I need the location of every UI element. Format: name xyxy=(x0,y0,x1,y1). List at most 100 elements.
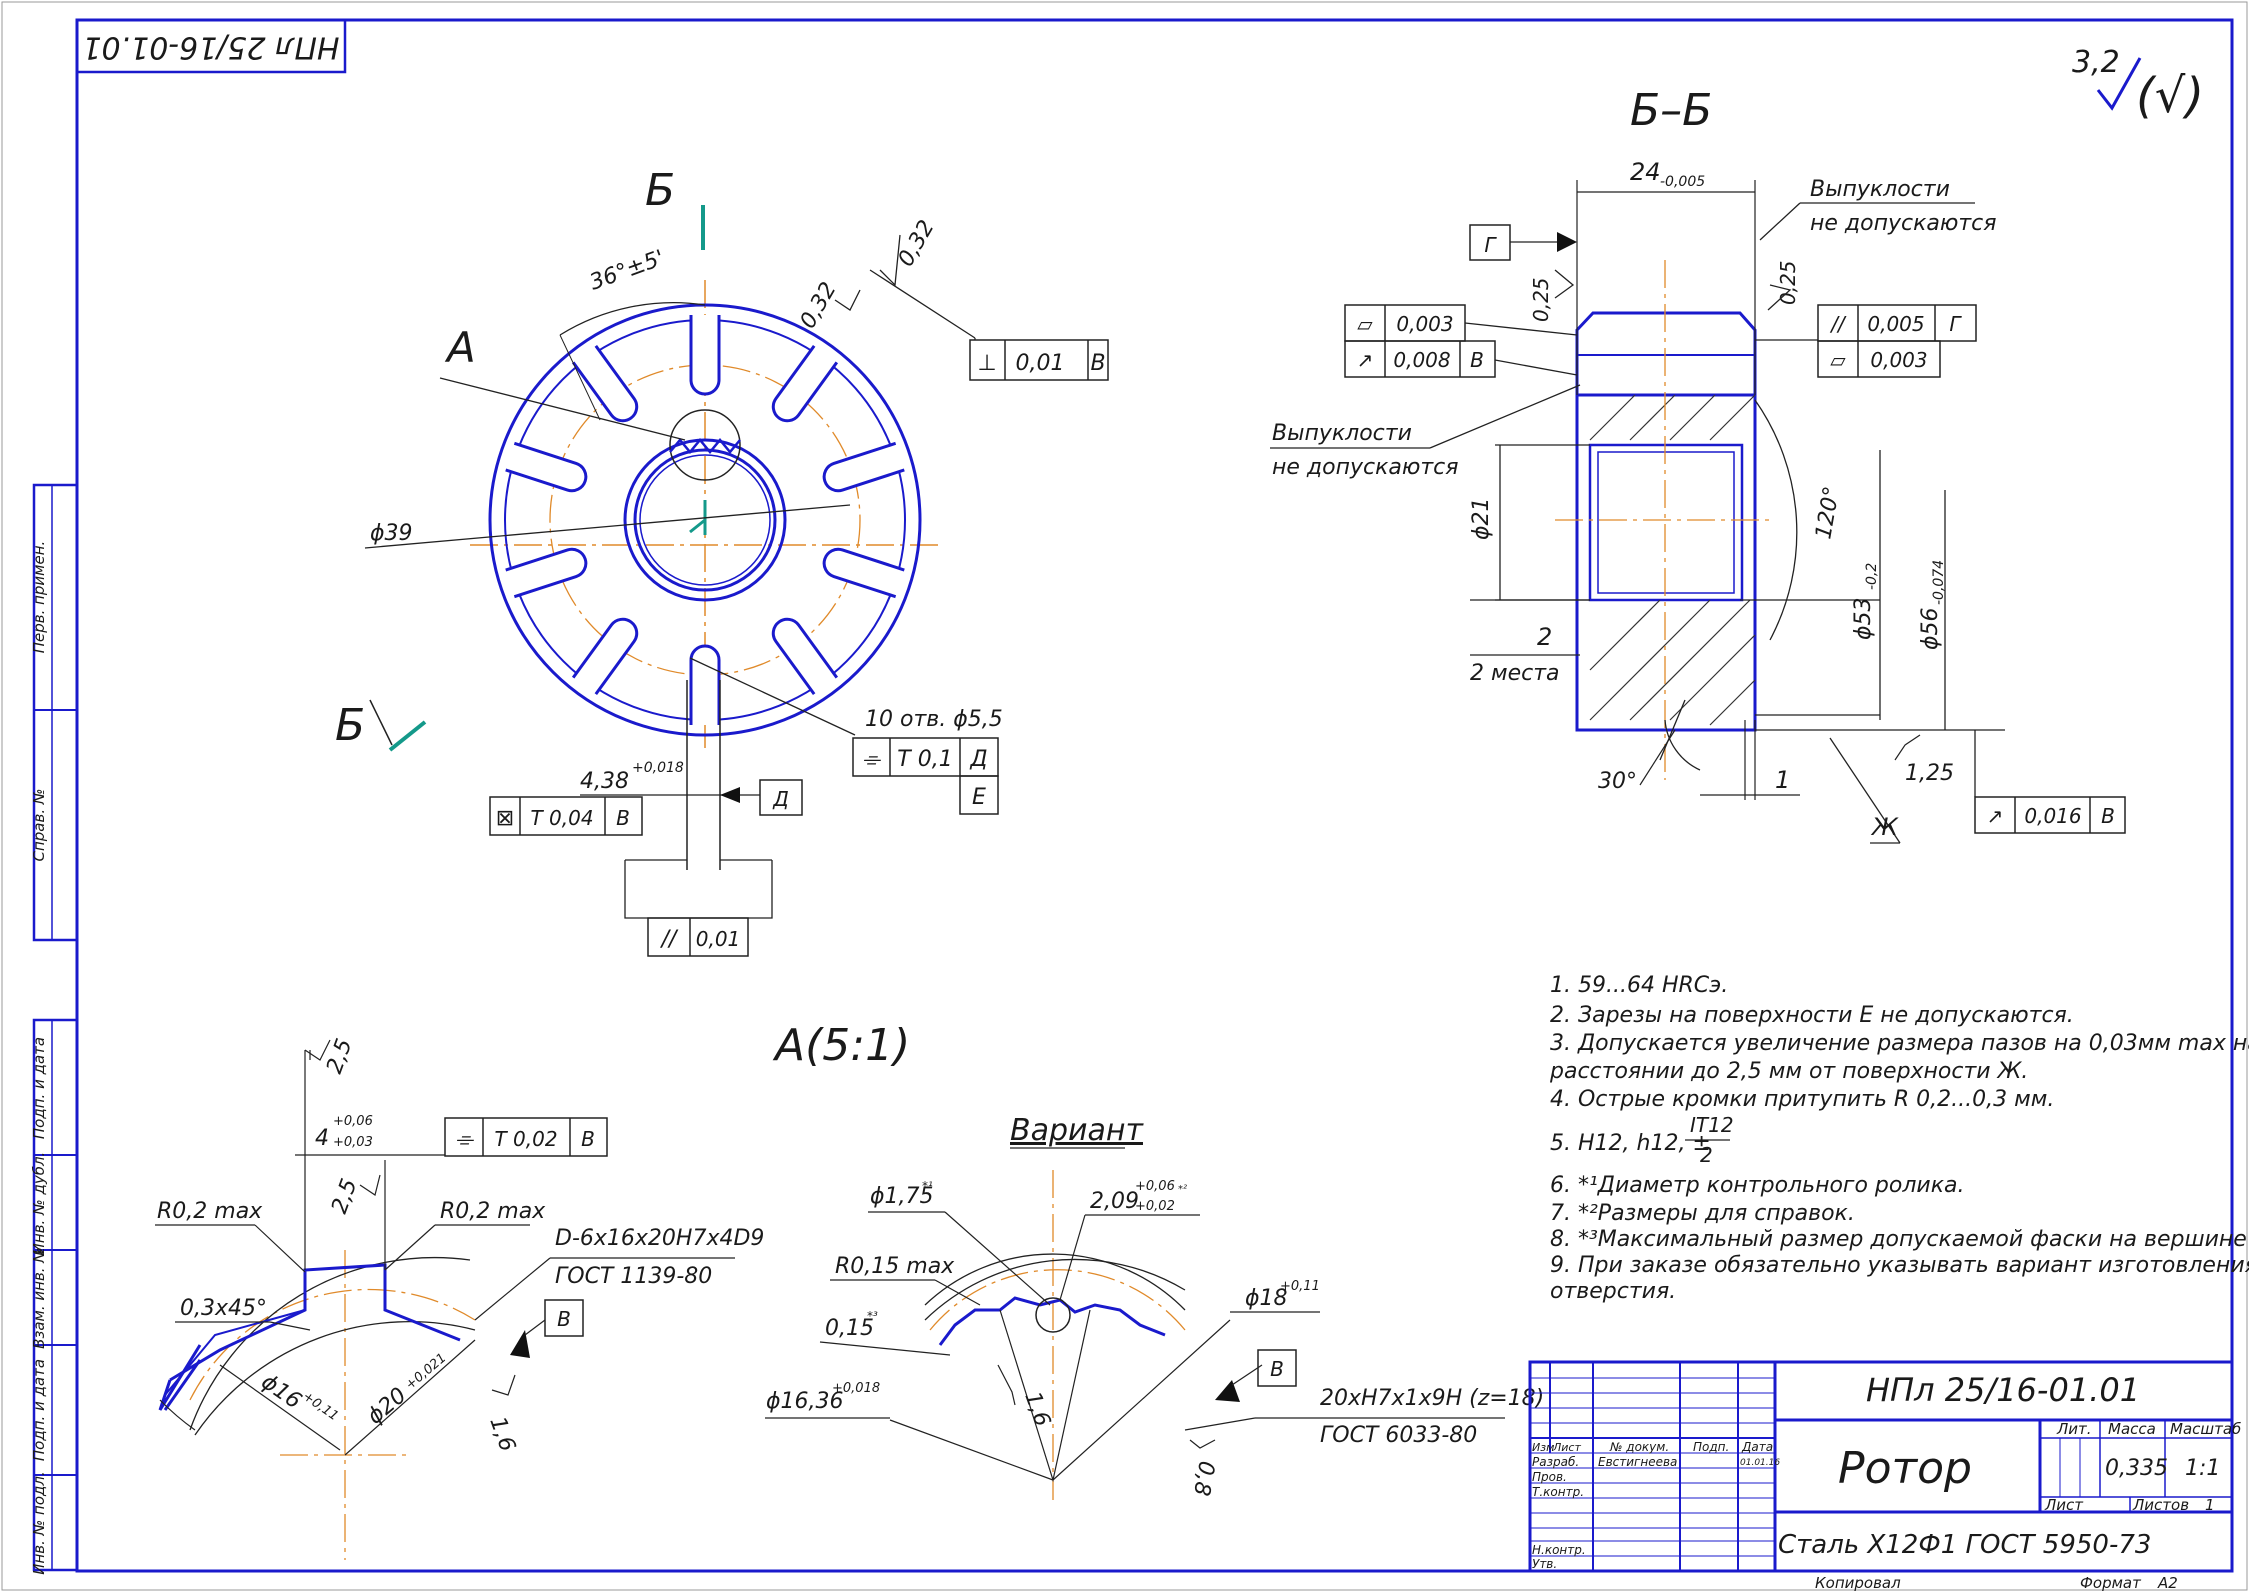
frame-flat-l-sym: ▱ xyxy=(1357,312,1373,336)
stamp-podl: Инв. № подл. xyxy=(30,1471,48,1574)
frame-par-r-datum: Г xyxy=(1949,312,1962,336)
dim-209: 2,09 xyxy=(1090,1189,1139,1214)
tb-sheets: 1 xyxy=(2205,1496,2215,1514)
stamp-podp2: Подп. и дата xyxy=(30,1359,48,1461)
frame-perp: ⊥ 0,01 В xyxy=(969,339,1109,381)
tb-format: Формат xyxy=(2080,1574,2142,1592)
r015: R0,15 max xyxy=(835,1254,955,1279)
dim-438-tol: +0,018 xyxy=(632,760,684,776)
dim-d1636-tol: +0,018 xyxy=(832,1381,880,1396)
variant-title: Вариант xyxy=(1010,1113,1145,1148)
dim-d53-tol: -0,2 xyxy=(1864,563,1880,590)
frame-run-b-sym: ↗ xyxy=(1987,804,2004,828)
chamfer-a: 0,3x45° xyxy=(180,1296,267,1321)
dim-d20-tol: +0,021 xyxy=(403,1351,449,1393)
dim-d175-sup: *¹ xyxy=(922,1179,933,1193)
tb-format-val: А2 xyxy=(2157,1574,2178,1592)
frame-perp-sym: ⊥ xyxy=(977,351,996,376)
frame-flat-l: ▱ 0,003 xyxy=(1344,304,1466,342)
frame-run-l-datum: В xyxy=(1470,348,1484,372)
convex-left-1: Выпуклости xyxy=(1272,421,1412,446)
dim-d53: ϕ53 xyxy=(1851,597,1876,640)
dim-d20: ϕ20 xyxy=(363,1383,412,1429)
stamp-vzam: Взам. инв. № xyxy=(30,1247,48,1349)
rough-25b: 2,5 xyxy=(327,1176,362,1217)
ang-30: 30° xyxy=(1598,769,1637,794)
dim-d56-tol: -0,074 xyxy=(1931,560,1947,605)
frame-cross: ⊠ T 0,04 В xyxy=(489,796,643,836)
frame-perp-datum: В xyxy=(1090,351,1105,376)
gear-slot xyxy=(689,315,721,396)
tb-mass-label: Масса xyxy=(2108,1420,2156,1438)
gear-slot xyxy=(505,441,588,493)
frame-par-r: // 0,005 Г xyxy=(1817,304,1977,342)
dim-209-tol-up: +0,06 xyxy=(1135,1179,1175,1194)
label-zh: Ж xyxy=(1870,813,1899,841)
gear-slot xyxy=(822,547,905,599)
tb-copied: Копировал xyxy=(1815,1574,1901,1592)
roughness-paren: (√) xyxy=(2136,68,2204,124)
view-bb-title: Б–Б xyxy=(1630,85,1712,136)
gear-slot xyxy=(771,617,839,695)
note-6: 6. *¹Диаметр контрольного ролика. xyxy=(1550,1173,1964,1198)
tb-hdr-list: Лист xyxy=(1552,1441,1581,1454)
frame-flat-r-val: 0,003 xyxy=(1870,348,1927,372)
dim-24-tol: -0,005 xyxy=(1660,174,1705,190)
tb-mass: 0,335 xyxy=(2105,1456,2168,1481)
frame-sym1-datum: Д xyxy=(969,747,987,772)
note-3b: расстоянии до 2,5 мм от поверхности Ж. xyxy=(1549,1059,2028,1084)
gear-slot xyxy=(571,345,639,423)
tb-hdr-date: Дата xyxy=(1741,1440,1773,1454)
r02-left: R0,2 max xyxy=(157,1199,263,1224)
frame-par-val: 0,01 xyxy=(696,927,741,951)
rough-25a: 2,5 xyxy=(322,1036,357,1077)
global-roughness: 3,2 (√) xyxy=(2072,45,2204,124)
places-2: 2 места xyxy=(1470,661,1560,686)
r02-right: R0,2 max xyxy=(440,1199,546,1224)
dim-1: 1 xyxy=(1775,766,1790,794)
gear-slot xyxy=(822,441,905,493)
dim-d21: ϕ21 xyxy=(1469,497,1494,540)
frame-run-l: ↗ 0,008 В xyxy=(1344,340,1496,378)
tb-sheets-label: Листов xyxy=(2132,1496,2189,1514)
dim-d16-tol: +0,11 xyxy=(300,1389,341,1424)
gear-slot xyxy=(505,547,588,599)
rotated-doc-code: НПл 25/16-01.01 xyxy=(83,30,340,65)
title-block: Изм Лист № докум. Подп. Дата Разраб. Евс… xyxy=(1528,1360,2241,1592)
rough-025b: 0,25 xyxy=(1776,260,1800,305)
gear-slots xyxy=(505,315,905,725)
label-A: А xyxy=(444,323,476,372)
note-1: 1. 59...64 HRCэ. xyxy=(1550,973,1728,998)
rough-16-a: 1,6 xyxy=(484,1414,519,1455)
dim-d56: ϕ56 xyxy=(1918,607,1943,650)
stamp-podp1: Подп. и дата xyxy=(30,1037,48,1139)
dim-d39: ϕ39 xyxy=(370,521,413,546)
frame-sym-a-val: T 0,02 xyxy=(494,1127,557,1151)
rough-032a: 0,32 xyxy=(796,278,842,333)
datum-b-a: В xyxy=(557,1307,571,1331)
dim-4-tol-up: +0,06 xyxy=(333,1114,373,1129)
dim-d175: ϕ1,75 xyxy=(870,1184,934,1209)
tb-scale-label: Масштаб xyxy=(2170,1420,2241,1438)
datum-d: Д xyxy=(772,787,789,811)
tb-hdr-izm: Изм xyxy=(1532,1441,1554,1454)
convex-top-2: не допускаются xyxy=(1810,211,1997,236)
frame-flat-l-val: 0,003 xyxy=(1396,312,1453,336)
datum-g: Г xyxy=(1484,233,1497,257)
frame-run-b: ↗ 0,016 В xyxy=(1974,796,2126,834)
tb-material: Сталь Х12Ф1 ГОСТ 5950-73 xyxy=(1778,1530,2151,1560)
stamp-sprav: Справ. № xyxy=(30,789,48,862)
frame-perp-val: 0,01 xyxy=(1016,351,1065,376)
dim-015-sup: *³ xyxy=(867,1309,878,1323)
frame-par-r-sym: // xyxy=(1829,312,1847,336)
ang-120: 120° xyxy=(1811,485,1845,542)
dim-015: 0,15 xyxy=(825,1316,874,1341)
inner-border xyxy=(75,18,2234,1573)
frame-run-b-val: 0,016 xyxy=(2024,804,2081,828)
spline-a: D-6x16x20H7x4D9 xyxy=(555,1226,764,1251)
rough-032b: 0,32 xyxy=(894,216,940,271)
technical-notes: 1. 59...64 HRCэ. 2. Зарезы на поверхност… xyxy=(1549,973,2249,1304)
frame-run-l-val: 0,008 xyxy=(1393,348,1450,372)
